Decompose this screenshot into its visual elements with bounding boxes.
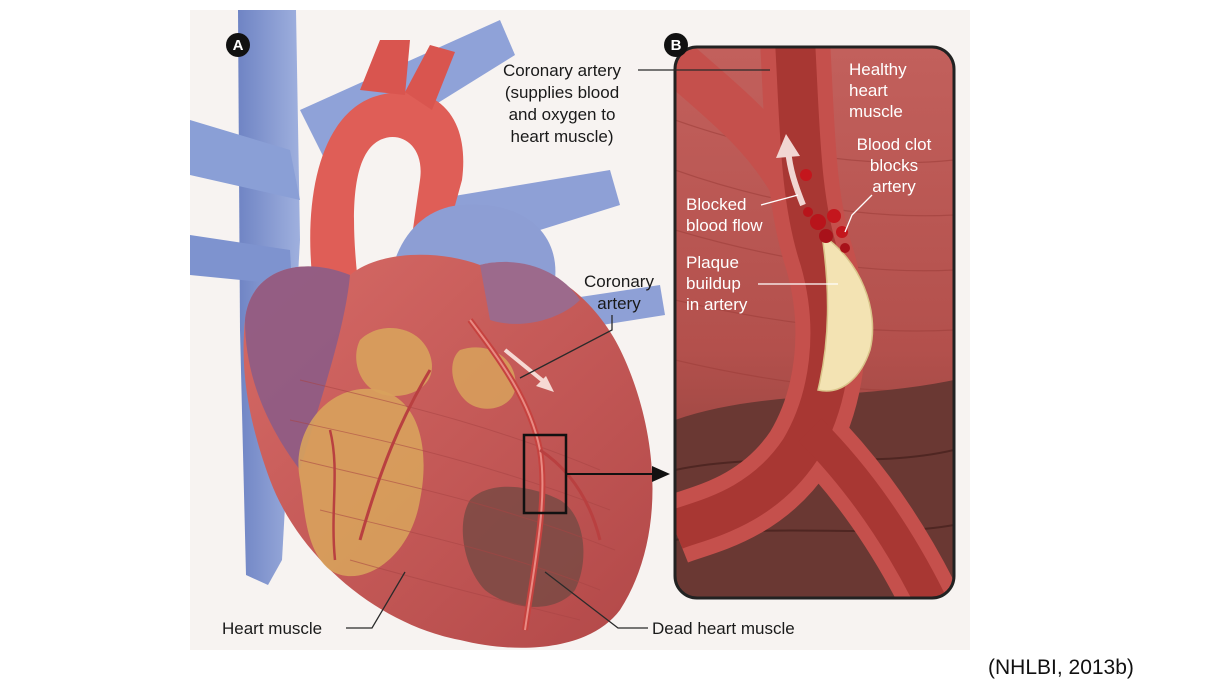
svg-text:A: A [233,37,244,54]
svg-text:Blocked: Blocked [686,195,746,214]
svg-text:(supplies blood: (supplies blood [505,83,619,102]
svg-text:Heart muscle: Heart muscle [222,619,322,638]
right-atrium [245,266,350,470]
zoom-arrow-head [652,466,670,482]
fat-deposit-left [298,388,424,577]
svg-text:Healthy: Healthy [849,60,907,79]
artery-lumen-bottom [798,418,945,598]
label-blood-clot: Blood clot blocks artery [844,135,932,233]
aorta-branch-1 [360,40,410,95]
fat-deposit-top [356,328,432,396]
label-coronary-artery-mid: Coronary artery [519,272,654,379]
svg-text:Plaque: Plaque [686,253,739,272]
label-heart-muscle: Heart muscle [222,571,406,638]
svg-text:artery: artery [872,177,916,196]
svg-text:muscle: muscle [849,102,903,121]
muscle-fibres [289,379,616,621]
panel-b-border [673,45,956,600]
left-vein-branch [190,120,300,200]
svg-text:heart: heart [849,81,888,100]
panel-a-heart [190,10,670,648]
panel-b-artery [673,45,956,600]
coronary-branch-left [358,369,432,541]
dead-tissue [462,486,584,607]
svg-text:blocks: blocks [870,156,918,175]
svg-text:heart muscle): heart muscle) [511,127,614,146]
svg-text:Dead heart muscle: Dead heart muscle [652,619,795,638]
label-healthy-heart-muscle: Healthy heart muscle [849,60,907,121]
blood-clot [800,169,850,253]
plaque [817,233,874,392]
lower-vein-branch [190,235,292,285]
aorta-branch-2 [405,45,455,110]
coronary-branch-right [539,448,602,541]
svg-text:Coronary: Coronary [584,272,654,291]
left-atrium [480,261,580,324]
svg-text:B: B [671,37,682,54]
blocked-flow-arrow-head [776,134,800,158]
badge-b: B [664,33,688,57]
badge-a: A [226,33,250,57]
svg-text:Blood clot: Blood clot [857,135,932,154]
label-coronary-artery-top: Coronary artery (supplies blood and oxyg… [503,61,770,146]
label-dead-heart-muscle: Dead heart muscle [544,571,795,638]
svg-text:blood flow: blood flow [686,216,763,235]
citation: (NHLBI, 2013b) [988,656,1134,679]
flow-arrow-shaft [503,348,550,387]
svg-text:and oxygen to: and oxygen to [509,105,616,124]
coronary-branch-far-left [328,429,337,561]
flow-arrow-head [536,376,554,392]
svg-text:Coronary artery: Coronary artery [503,61,622,80]
svg-text:in artery: in artery [686,295,748,314]
svg-text:buildup: buildup [686,274,741,293]
svg-text:artery: artery [597,294,641,313]
label-blocked-blood-flow: Blocked blood flow [686,194,799,235]
label-plaque-buildup: Plaque buildup in artery [686,253,838,314]
